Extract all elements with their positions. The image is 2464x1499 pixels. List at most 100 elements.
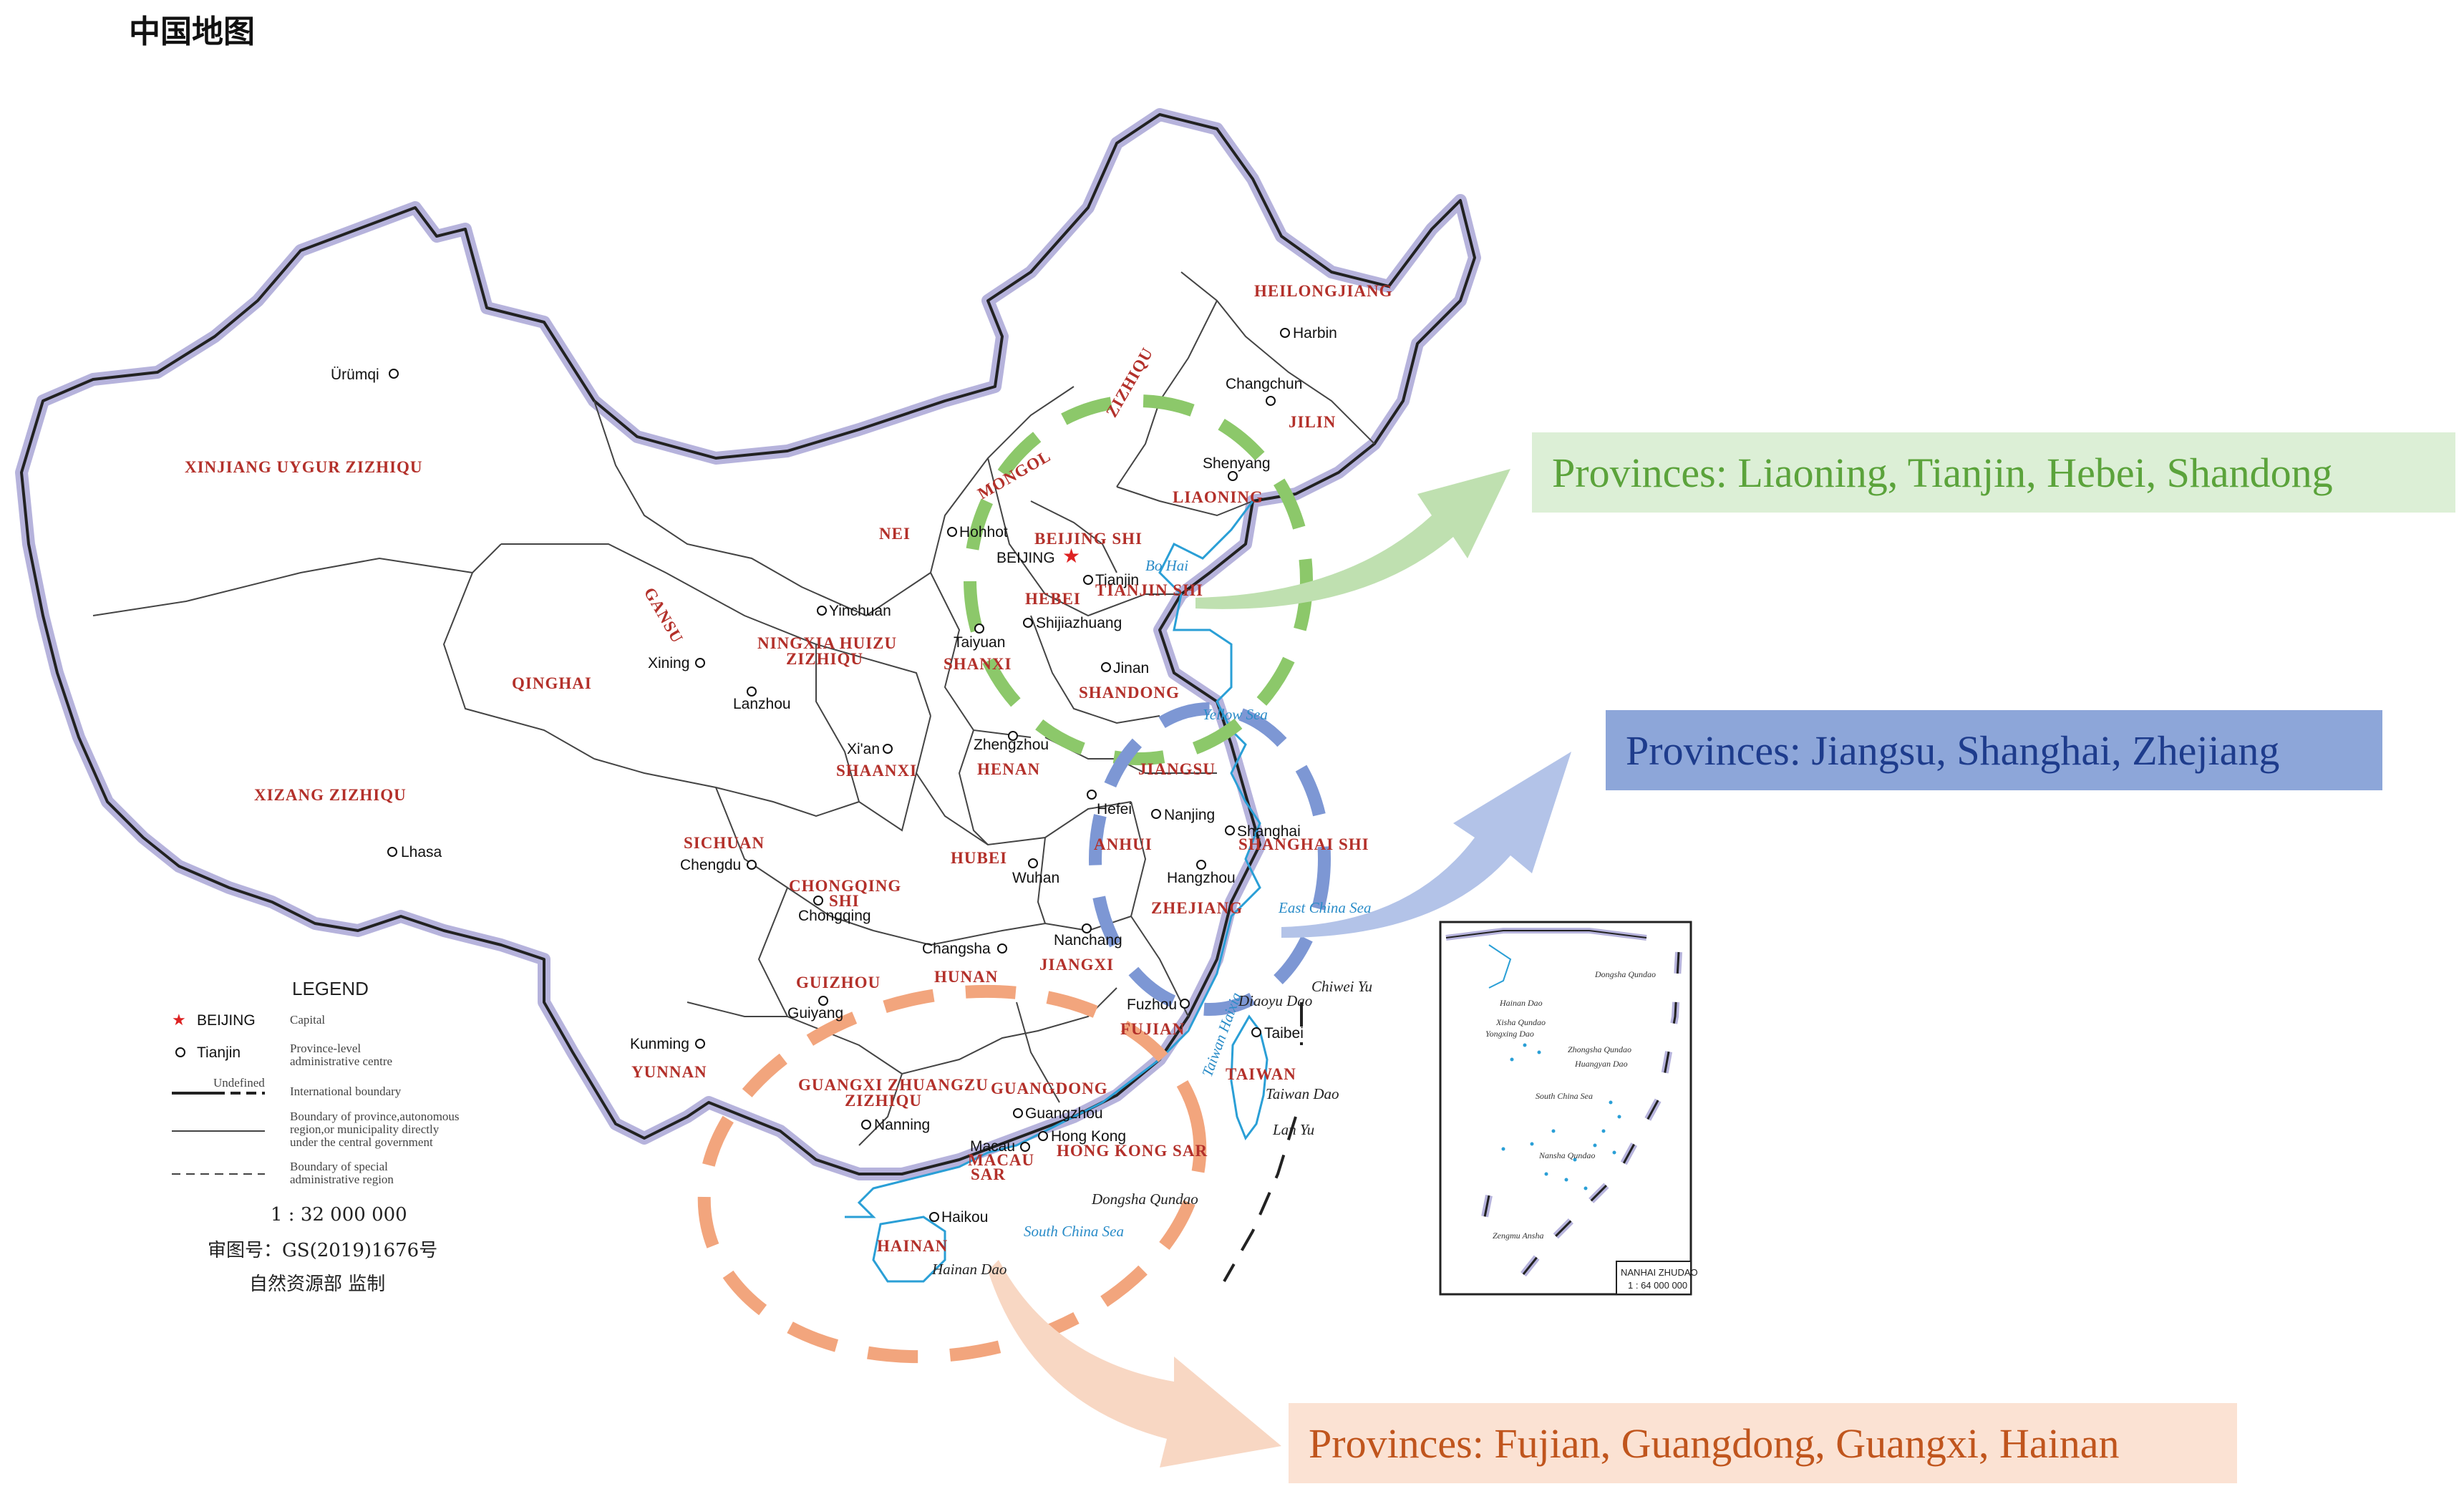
inset-title: NANHAI ZHUDAO (1621, 1267, 1698, 1278)
city-macau: Macau (970, 1138, 1015, 1155)
legend-capital-desc: Capital (290, 1013, 325, 1027)
city-hohhot: Hohhot (959, 524, 1008, 540)
city-nanjing: Nanjing (1164, 807, 1215, 823)
city-changchun: Changchun (1226, 376, 1302, 392)
label-taiwan: TAIWAN (1226, 1065, 1296, 1083)
city-kunming: Kunming (630, 1036, 689, 1052)
maritime-boundary (1223, 1002, 1303, 1282)
city-lanzhou: Lanzhou (733, 696, 791, 712)
inset-xisha-1: Xisha Qundao (1495, 1017, 1546, 1027)
label-shandong: SHANDONG (1079, 684, 1180, 702)
island-taiwandao: Taiwan Dao (1266, 1085, 1339, 1102)
callout-green-text: Provinces: Liaoning, Tianjin, Hebei, Sha… (1552, 449, 2333, 496)
city-chongqing: Chongqing (798, 908, 871, 924)
callout-orange: Provinces: Fujian, Guangdong, Guangxi, H… (1289, 1403, 2237, 1483)
city-fuzhou: Fuzhou (1127, 996, 1177, 1013)
label-guangxi-2: ZIZHIQU (845, 1092, 922, 1110)
city-taiyuan: Taiyuan (954, 634, 1005, 651)
sea-bohai: Bo Hai (1145, 557, 1188, 574)
city-hefei: Hefei (1097, 801, 1132, 818)
island-chiwei: Chiwei Yu (1311, 978, 1372, 995)
callout-blue-text: Provinces: Jiangsu, Shanghai, Zhejiang (1626, 727, 2280, 774)
sea-eastchina: East China Sea (1278, 899, 1372, 916)
label-beijing: BEIJING SHI (1034, 530, 1143, 548)
label-henan: HENAN (977, 760, 1040, 778)
label-shaanxi: SHAANXI (836, 762, 917, 780)
legend-centre-desc-2: administrative centre (290, 1054, 392, 1068)
legend-star-icon: ★ (172, 1012, 186, 1029)
legend-prov-boundary-1: Boundary of province,autonomous (290, 1110, 460, 1123)
city-shijiazhuang: Shijiazhuang (1036, 615, 1122, 631)
city-changsha: Changsha (922, 941, 991, 957)
legend-sar-boundary-1: Boundary of special (290, 1160, 388, 1173)
city-labels: Ürümqi Harbin Changchun Shenyang Hohhot … (331, 325, 1337, 1226)
inset-sea: South China Sea (1536, 1091, 1593, 1101)
beijing-star: ★ (1062, 544, 1080, 568)
city-xian: Xi'an (847, 741, 880, 757)
label-macau-2: SAR (971, 1165, 1006, 1183)
label-guizhou: GUIZHOU (796, 974, 881, 991)
label-yunnan: YUNNAN (631, 1063, 707, 1081)
city-guangzhou: Guangzhou (1025, 1105, 1103, 1122)
city-guiyang: Guiyang (787, 1005, 843, 1022)
label-zhejiang: ZHEJIANG (1151, 899, 1243, 917)
city-haikou: Haikou (941, 1209, 988, 1226)
label-guangxi-1: GUANGXI ZHUANGZU (798, 1076, 989, 1094)
label-hebei: HEBEI (1025, 590, 1081, 608)
city-taibei: Taibei (1264, 1025, 1304, 1042)
label-macau-1: MACAU (968, 1151, 1034, 1169)
label-jiangsu: JIANGSU (1138, 760, 1216, 778)
city-hangzhou: Hangzhou (1167, 870, 1236, 886)
label-hongkong: HONG KONG SAR (1057, 1142, 1208, 1160)
legend-scale: 1 : 32 000 000 (271, 1204, 407, 1226)
legend-approval: 审图号：GS(2019)1676号 (208, 1240, 437, 1261)
green-region-highlight (964, 394, 1313, 765)
orange-region-highlight (697, 984, 1207, 1364)
city-shanghai: Shanghai (1237, 823, 1301, 840)
legend-producer: 自然资源部 监制 (249, 1274, 385, 1295)
sea-yellow: Yellow Sea (1203, 706, 1268, 723)
label-guangdong: GUANGDONG (991, 1080, 1108, 1097)
map-title: 中国地图 (129, 14, 255, 50)
label-hubei: HUBEI (951, 849, 1007, 867)
callout-green: Provinces: Liaoning, Tianjin, Hebei, Sha… (1532, 432, 2455, 513)
legend-centre-desc-1: Province-level (290, 1042, 361, 1055)
inset-nansha: Nansha Qundao (1538, 1150, 1595, 1160)
legend-undefined: Undefined (213, 1076, 265, 1090)
legend-centre-label: Tianjin (197, 1044, 241, 1061)
legend-prov-boundary-3: under the central government (290, 1135, 433, 1149)
city-tianjin: Tianjin (1095, 572, 1139, 588)
label-hunan: HUNAN (934, 968, 998, 986)
sea-southchina: South China Sea (1024, 1223, 1124, 1240)
country-border (20, 113, 1476, 1175)
island-diaoyu: Diaoyu Dao (1238, 992, 1312, 1009)
taiwan-outline (1230, 1014, 1269, 1141)
orange-arrow (988, 1260, 1281, 1468)
legend-capital-label: BEIJING (197, 1012, 256, 1029)
green-arrow (1195, 469, 1510, 609)
legend-prov-boundary-2: region,or municipality directly (290, 1122, 440, 1136)
island-dongsha: Dongsha Qundao (1091, 1190, 1198, 1208)
city-yinchuan: Yinchuan (829, 603, 891, 619)
label-liaoning: LIAONING (1173, 488, 1263, 506)
label-chongqing-2: SHI (829, 892, 860, 910)
blue-region-highlight (1089, 702, 1331, 1016)
inset-scale: 1 : 64 000 000 (1628, 1280, 1687, 1291)
label-anhui: ANHUI (1094, 835, 1153, 853)
label-shanghai: SHANGHAI SHI (1238, 835, 1369, 853)
inset-zhongsha: Zhongsha Qundao (1568, 1044, 1631, 1054)
legend-centre-icon (175, 1047, 185, 1057)
hainan-outline (872, 1216, 946, 1283)
city-beijing: BEIJING (996, 550, 1055, 566)
inset-hainandao: Hainan Dao (1499, 998, 1543, 1008)
blue-arrow (1281, 752, 1571, 938)
callout-blue: Provinces: Jiangsu, Shanghai, Zhejiang (1606, 710, 2382, 790)
label-sichuan: SICHUAN (684, 834, 765, 852)
city-jinan: Jinan (1113, 660, 1149, 676)
label-shanxi: SHANXI (944, 655, 1012, 673)
city-zhengzhou: Zhengzhou (974, 737, 1049, 753)
city-xining: Xining (648, 655, 689, 671)
label-fujian: FUJIAN (1120, 1020, 1185, 1038)
callout-orange-text: Provinces: Fujian, Guangdong, Guangxi, H… (1309, 1420, 2120, 1467)
